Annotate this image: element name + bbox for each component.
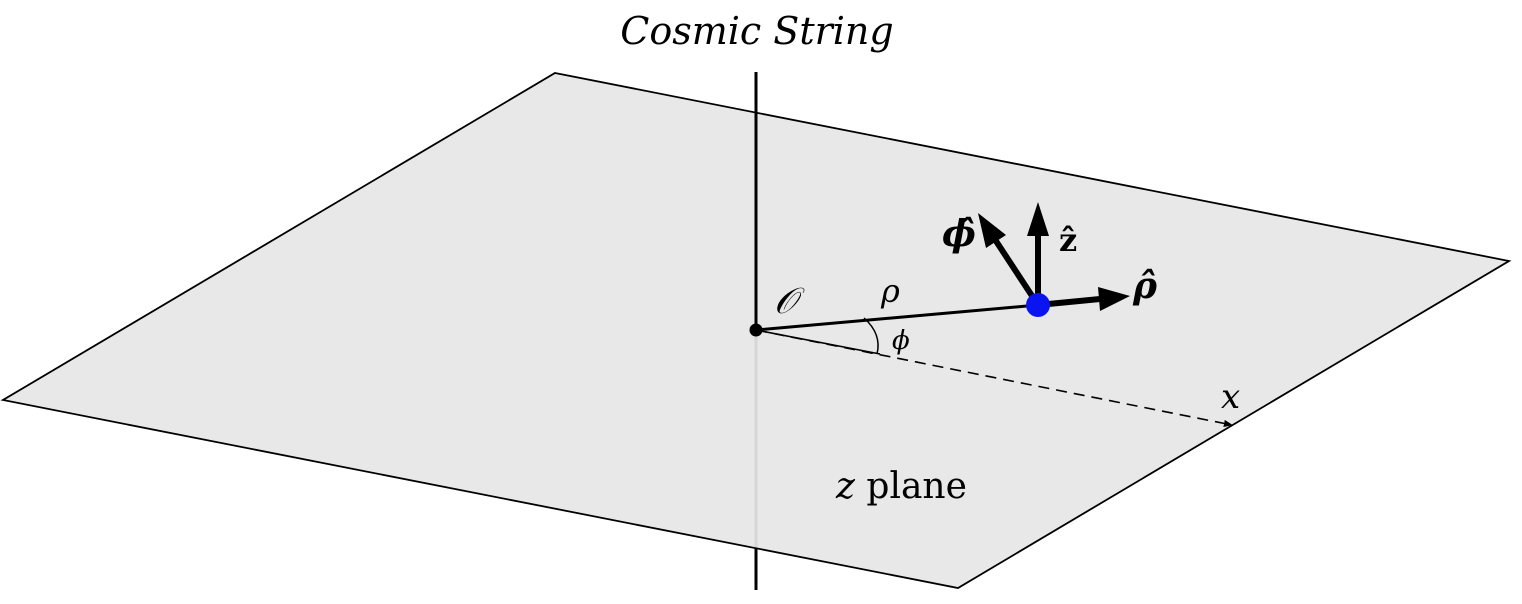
z-hat-arrowhead — [1027, 202, 1049, 236]
rho-vector — [755, 303, 1039, 332]
z-plane-label: z plane — [835, 466, 967, 507]
phi-hat-arrowhead — [978, 213, 1006, 248]
z-hat-label: ẑ — [1059, 221, 1077, 259]
z-plane-word: plane — [855, 466, 967, 507]
rho-hat-arrowhead — [1098, 287, 1130, 311]
x-axis-label: x — [1221, 377, 1240, 417]
angle-reference-line — [755, 329, 881, 355]
rho-hat-label: ρ̂ — [1132, 265, 1158, 307]
phi-angle-label: ϕ — [892, 326, 910, 356]
origin-point — [749, 323, 763, 337]
cosmic-string-title: Cosmic String — [620, 9, 893, 53]
z-plane-variable: z — [835, 466, 856, 507]
rho-label: ρ — [880, 272, 900, 310]
phi-hat-shaft — [993, 239, 1041, 307]
phi-hat-label: ϕ̂ — [942, 213, 976, 255]
particle-point — [1026, 293, 1050, 317]
